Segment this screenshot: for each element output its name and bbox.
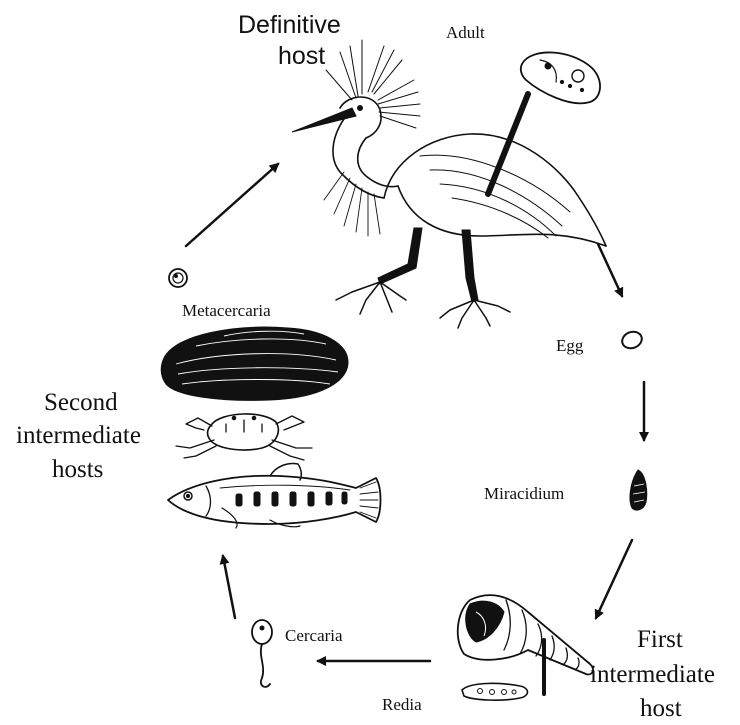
metacercaria-label: Metacercaria (182, 301, 271, 320)
miracidium-label: Miracidium (484, 484, 564, 503)
metacercaria-cyst-icon (169, 269, 187, 287)
definitive-host-label-line2: host (278, 42, 325, 70)
cercaria-icon (252, 620, 272, 687)
egret-icon (292, 40, 606, 328)
adult-label: Adult (446, 23, 485, 42)
second-hosts-label-line1: Second (44, 389, 118, 416)
arrow-adult-to-egg (598, 244, 622, 296)
egg-label: Egg (556, 336, 584, 355)
fish-icon (168, 464, 381, 529)
arrow-cercaria-to-second-hosts (223, 556, 235, 618)
redia-label: Redia (382, 695, 422, 714)
first-host-label-line1: First (637, 626, 683, 653)
redia-icon (462, 683, 528, 700)
arrow-miracidium-to-snail (596, 540, 632, 618)
second-hosts-label-line2: intermediate (16, 422, 141, 449)
cercaria-label: Cercaria (285, 626, 343, 645)
second-hosts-label-line3: hosts (52, 456, 103, 483)
first-host-label-line2: intermediate (590, 661, 715, 688)
crab-icon (176, 414, 312, 460)
snail-icon (458, 595, 593, 674)
definitive-host-label-line1: Definitive (238, 11, 341, 39)
egg-icon (620, 329, 644, 351)
miracidium-icon (630, 470, 647, 510)
first-host-label-line3: host (640, 695, 682, 722)
arrow-metacercaria-to-definitive-host (186, 164, 278, 246)
clam-icon (161, 327, 348, 400)
adult-fluke-icon (521, 52, 600, 103)
